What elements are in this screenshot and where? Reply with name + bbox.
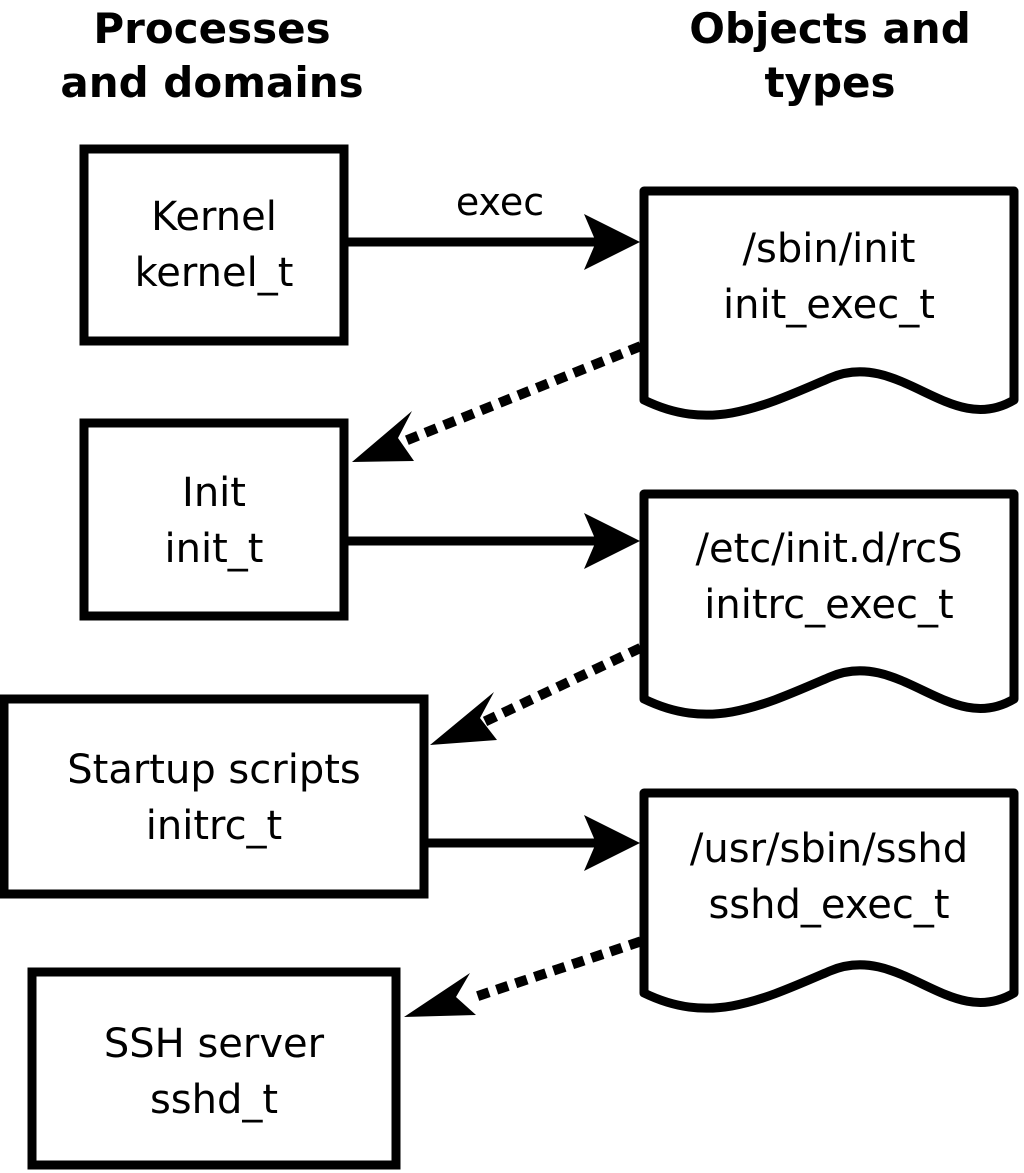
edge-init_exec-transition-init: [352, 341, 643, 462]
node-init[interactable]: Init init_t: [79, 418, 349, 621]
edge-init-exec-initrc_exec: [348, 513, 640, 569]
node-initrc_exec[interactable]: /etc/init.d/rcS initrc_exec_t: [639, 489, 1019, 719]
node-sshd-line1: SSH server: [104, 1021, 325, 1067]
column-header-objects: Objects and types: [689, 4, 971, 107]
node-initrc_exec-document-shape[interactable]: [639, 489, 1019, 719]
node-sshd-line2: sshd_t: [150, 1077, 278, 1123]
node-initrc_exec-line2: initrc_exec_t: [704, 582, 953, 628]
edge-init_exec-transition-init-arrowhead: [352, 411, 414, 462]
node-initrc_exec-line1: /etc/init.d/rcS: [695, 526, 962, 572]
edge-initrc_exec-transition-initrc-line: [479, 643, 643, 728]
node-kernel-line1: Kernel: [151, 194, 277, 240]
node-initrc-line1: Startup scripts: [67, 747, 360, 793]
column-header-processes: Processes and domains: [60, 4, 363, 107]
edge-sshd_exec-transition-sshd-line: [459, 936, 643, 1007]
node-init_exec-line2: init_exec_t: [723, 282, 935, 328]
column-header-processes-line2: and domains: [60, 58, 363, 107]
column-header-processes-line1: Processes: [93, 4, 330, 53]
edge-initrc_exec-transition-initrc: [430, 643, 643, 745]
node-kernel-line2: kernel_t: [135, 250, 294, 296]
node-kernel[interactable]: Kernel kernel_t: [79, 144, 349, 346]
edge-initrc_exec-transition-initrc-arrowhead: [430, 692, 497, 745]
node-init-box[interactable]: [79, 418, 349, 621]
node-init_exec-line1: /sbin/init: [743, 226, 916, 272]
node-initrc-box[interactable]: [0, 694, 429, 899]
node-initrc[interactable]: Startup scripts initrc_t: [0, 694, 429, 899]
node-sshd[interactable]: SSH server sshd_t: [27, 967, 401, 1170]
node-sshd_exec-line1: /usr/sbin/sshd: [690, 826, 968, 872]
edge-label-exec: exec: [456, 180, 544, 224]
edge-sshd_exec-transition-sshd: [404, 936, 643, 1017]
column-header-objects-line1: Objects and: [689, 4, 971, 53]
edge-initrc-exec-sshd_exec: [428, 815, 640, 871]
edge-initrc-exec-sshd_exec-arrowhead: [584, 815, 640, 871]
edge-init-exec-initrc_exec-arrowhead: [584, 513, 640, 569]
column-header-objects-line2: types: [764, 58, 895, 107]
edge-kernel-exec-init_exec-arrowhead: [584, 214, 640, 270]
node-initrc-line2: initrc_t: [146, 803, 283, 849]
node-sshd_exec[interactable]: /usr/sbin/sshd sshd_exec_t: [639, 788, 1019, 1013]
node-sshd_exec-document-shape[interactable]: [639, 788, 1019, 1013]
edge-kernel-exec-init_exec: exec: [348, 180, 640, 270]
node-sshd_exec-line2: sshd_exec_t: [708, 882, 949, 928]
node-init_exec-document-shape[interactable]: [639, 186, 1019, 420]
edge-init_exec-transition-init-line: [393, 341, 643, 450]
edge-sshd_exec-transition-sshd-arrowhead: [404, 973, 476, 1017]
node-kernel-box[interactable]: [79, 144, 349, 346]
node-sshd-box[interactable]: [27, 967, 401, 1170]
node-init-line2: init_t: [165, 526, 264, 572]
node-init_exec[interactable]: /sbin/init init_exec_t: [639, 186, 1019, 420]
node-init-line1: Init: [182, 470, 246, 516]
